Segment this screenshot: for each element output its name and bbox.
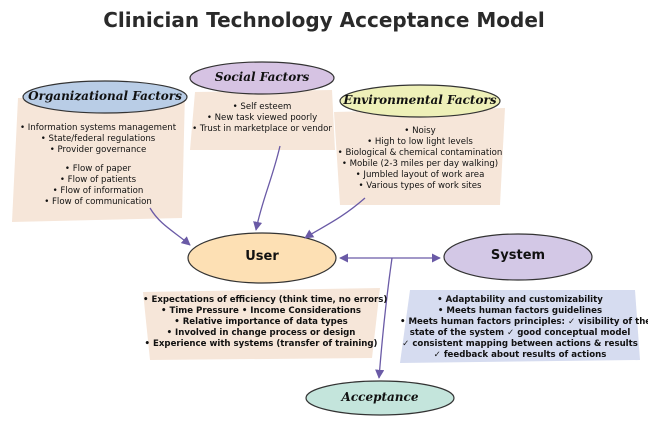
diagram-title: Clinician Technology Acceptance Model bbox=[103, 8, 545, 32]
organizational-panel bbox=[12, 92, 185, 222]
user-ellipse[interactable] bbox=[187, 232, 337, 284]
organizational-flow-list: • Flow of paper• Flow of patients• Flow … bbox=[14, 164, 182, 208]
list-item: • Time Pressure • Income Considerations bbox=[160, 306, 361, 316]
to-acceptance-arrow bbox=[375, 257, 393, 379]
social-factor-list: • Self esteem• New task viewed poorly• T… bbox=[188, 102, 336, 135]
list-item: ✓ feedback about results of actions bbox=[433, 350, 607, 360]
user-panel bbox=[143, 288, 380, 360]
system-panel bbox=[400, 290, 640, 363]
list-item: • Involved in change process or design bbox=[166, 328, 356, 338]
list-item: • State/federal regulations bbox=[40, 134, 156, 144]
list-item: • New task viewed poorly bbox=[206, 113, 318, 123]
organizational-label: Organizational Factors bbox=[28, 89, 182, 103]
environmental-factor-list: • Noisy• High to low light levels• Biolo… bbox=[336, 126, 504, 192]
org-to-user-arrow bbox=[149, 207, 191, 246]
list-item: • Relative importance of data types bbox=[174, 317, 348, 327]
list-item: • Meets human factors guidelines bbox=[437, 306, 603, 316]
list-item: • Flow of patients bbox=[59, 175, 137, 185]
list-item: • Adaptability and customizability bbox=[437, 295, 603, 305]
list-item: • Biological & chemical contamination bbox=[337, 148, 503, 158]
environmental-label: Environmental Factors bbox=[343, 93, 497, 107]
list-item: state of the system ✓ good conceptual mo… bbox=[409, 328, 631, 338]
acceptance-ellipse[interactable] bbox=[305, 380, 455, 416]
environmental-ellipse[interactable] bbox=[339, 84, 501, 118]
list-item: ✓ consistent mapping between actions & r… bbox=[402, 339, 638, 349]
list-item: • Experience with systems (transfer of t… bbox=[144, 339, 378, 349]
user-factor-list: • Expectations of efficiency (think time… bbox=[143, 295, 388, 350]
list-item: • High to low light levels bbox=[367, 137, 473, 147]
list-item: • Information systems management bbox=[19, 123, 177, 133]
list-item: • Flow of communication bbox=[44, 197, 152, 207]
list-item: • Jumbled layout of work area bbox=[355, 170, 485, 180]
social-to-user-arrow bbox=[253, 145, 281, 231]
list-item: • Provider governance bbox=[49, 145, 147, 155]
organizational-factor-list: • Information systems management• State/… bbox=[14, 123, 182, 156]
list-item: • Self esteem bbox=[232, 102, 292, 112]
list-item: • Trust in marketplace or vendor bbox=[192, 124, 332, 134]
social-ellipse[interactable] bbox=[189, 61, 335, 95]
list-item: • Meets human factors principles: ✓ visi… bbox=[400, 317, 648, 327]
organizational-ellipse[interactable] bbox=[22, 80, 188, 114]
env-to-user-arrow bbox=[304, 197, 366, 239]
system-label: System bbox=[490, 248, 546, 263]
system-factor-list: • Adaptability and customizability• Meet… bbox=[400, 295, 648, 361]
social-panel bbox=[190, 90, 335, 150]
environmental-panel bbox=[334, 108, 505, 205]
user-label: User bbox=[245, 249, 279, 264]
list-item: • Various types of work sites bbox=[358, 181, 482, 191]
list-item: • Expectations of efficiency (think time… bbox=[143, 295, 388, 305]
acceptance-label: Acceptance bbox=[341, 390, 419, 404]
list-item: • Flow of information bbox=[52, 186, 144, 196]
list-item: • Mobile (2-3 miles per day walking) bbox=[341, 159, 499, 169]
list-item: • Noisy bbox=[404, 126, 436, 136]
system-ellipse[interactable] bbox=[443, 233, 593, 281]
social-label: Social Factors bbox=[214, 70, 310, 84]
list-item: • Flow of paper bbox=[64, 164, 132, 174]
